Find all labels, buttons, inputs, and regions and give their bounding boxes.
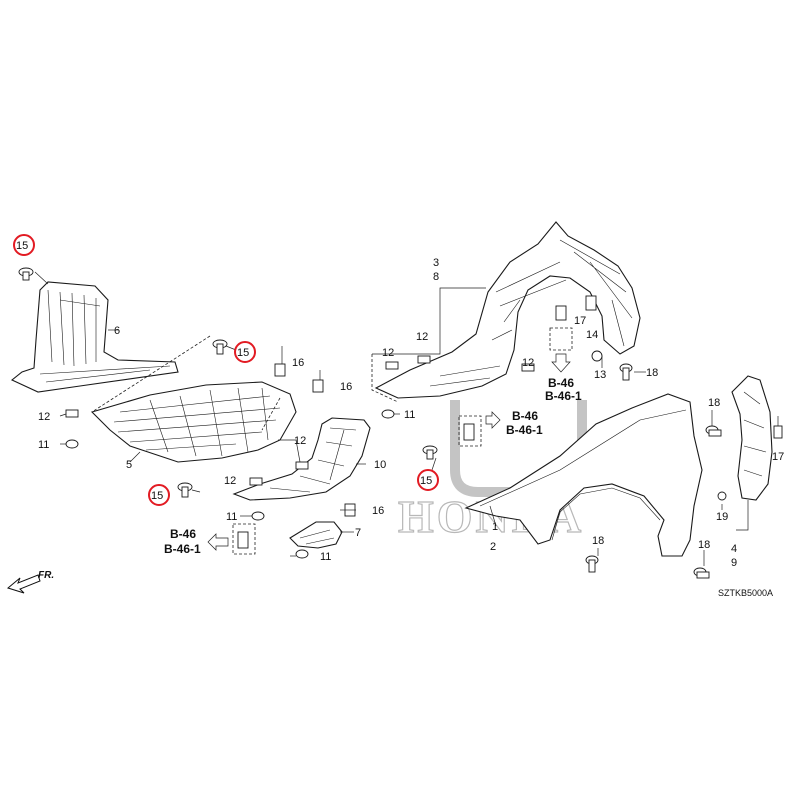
- label-16-b: 16: [340, 381, 352, 393]
- highlight-15-top-left: [13, 234, 35, 256]
- label-3: 3: [433, 257, 439, 269]
- grommet-11-b: [251, 511, 265, 521]
- label-9: 9: [731, 557, 737, 569]
- bolt-18-c: [585, 555, 599, 573]
- clip-12-f: [521, 363, 535, 372]
- label-16-c: 16: [372, 505, 384, 517]
- highlight-circles: [13, 234, 439, 506]
- part-labels: 1 2 3 4 5 6 7 8 9 10 11 11 11 11 12 12 1…: [16, 240, 784, 569]
- clip-12-a: [65, 409, 79, 418]
- clip-17-a: [555, 305, 567, 321]
- ref-b46-1-center: B-46-1: [506, 423, 543, 437]
- label-14: 14: [586, 329, 598, 341]
- diagram-code: SZTKB5000A: [718, 588, 773, 598]
- label-12-e: 12: [416, 331, 428, 343]
- label-6: 6: [114, 325, 120, 337]
- reference-callouts: B-46 B-46-1 B-46 B-46-1 B-46 B-46-1: [164, 327, 582, 556]
- label-15-right: 15: [420, 475, 432, 487]
- bolt-15-top-left: [18, 267, 34, 281]
- nut-19: [717, 491, 727, 501]
- bolt-15-right: [422, 445, 438, 460]
- bolt-18-d: [693, 567, 710, 579]
- label-12-f: 12: [522, 357, 534, 369]
- front-direction-indicator: FR.: [6, 570, 54, 594]
- clip-14: [585, 295, 597, 311]
- grommet-11-d: [381, 409, 395, 419]
- grommet-11-a: [65, 439, 79, 449]
- label-15-top-left: 15: [16, 240, 28, 252]
- clip-ref-1: [237, 531, 249, 549]
- clip-12-d: [385, 361, 399, 370]
- label-16-a: 16: [292, 357, 304, 369]
- clip-12-e: [417, 355, 431, 364]
- ref-b46-left: B-46: [170, 527, 196, 541]
- label-17-a: 17: [574, 315, 586, 327]
- clip-16-b: [312, 379, 324, 393]
- highlight-15-right: [417, 469, 439, 491]
- leader-lines: [59, 287, 779, 566]
- bolt-15-left: [177, 482, 193, 498]
- front-label: FR.: [38, 570, 54, 581]
- label-5: 5: [126, 459, 132, 471]
- label-4: 4: [731, 543, 737, 555]
- label-18-a: 18: [646, 367, 658, 379]
- front-splash-shield: [10, 271, 179, 393]
- label-12-c: 12: [224, 475, 236, 487]
- clip-17-b: [773, 425, 783, 439]
- bolt-18-a: [619, 363, 633, 381]
- label-15-mid: 15: [237, 347, 249, 359]
- label-13: 13: [594, 369, 606, 381]
- label-10: 10: [374, 459, 386, 471]
- clip-12-c: [249, 477, 263, 486]
- nut-13: [591, 350, 603, 362]
- front-fender: [464, 393, 703, 557]
- label-19: 19: [716, 511, 728, 523]
- fender-bracket: [731, 375, 773, 501]
- clip-ref-2: [463, 423, 475, 441]
- label-18-d: 18: [698, 539, 710, 551]
- label-11-a: 11: [38, 439, 49, 451]
- label-1: 1: [492, 521, 498, 533]
- ref-b46-1-left: B-46-1: [164, 542, 201, 556]
- label-11-b: 11: [226, 511, 237, 523]
- label-18-b: 18: [708, 397, 720, 409]
- engine-undercover: [90, 381, 297, 463]
- label-11-d: 11: [404, 409, 415, 421]
- bolt-15-mid: [212, 339, 228, 355]
- label-12-b: 12: [294, 435, 306, 447]
- ref-b46-center: B-46: [512, 409, 538, 423]
- label-17-b: 17: [772, 451, 784, 463]
- grommet-11-c: [295, 549, 309, 559]
- bolt-18-b: [705, 425, 722, 437]
- ref-b46-right: B-46: [548, 376, 574, 390]
- label-15-left: 15: [151, 490, 163, 502]
- small-bracket: [289, 521, 343, 549]
- ref-b46-1-right: B-46-1: [545, 389, 582, 403]
- clip-12-b: [295, 461, 309, 470]
- label-7: 7: [355, 527, 361, 539]
- label-12-d: 12: [382, 347, 394, 359]
- label-2: 2: [490, 541, 496, 553]
- label-18-c: 18: [592, 535, 604, 547]
- label-8: 8: [433, 271, 439, 283]
- label-12-a: 12: [38, 411, 50, 423]
- highlight-15-left: [148, 484, 170, 506]
- highlight-15-mid: [234, 341, 256, 363]
- inner-fender: [374, 221, 641, 399]
- clip-16-a: [274, 363, 286, 377]
- label-11-c: 11: [320, 551, 331, 563]
